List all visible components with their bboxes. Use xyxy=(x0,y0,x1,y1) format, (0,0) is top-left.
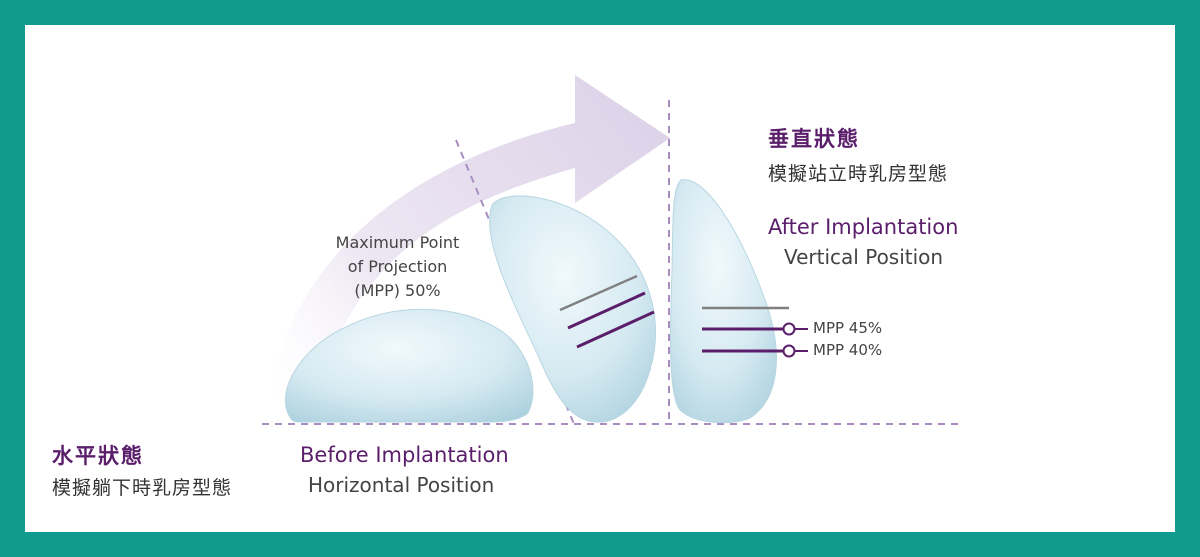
vertical-subtitle-cn: 模擬站立時乳房型態 xyxy=(768,163,949,185)
tilted-purple-line-2 xyxy=(576,310,655,349)
implant-tilted xyxy=(489,195,656,423)
vertical-title-en: After Implantation xyxy=(768,215,959,239)
mpp-50-line3: (MPP) 50% xyxy=(354,281,441,300)
mpp-45-label: MPP 45% xyxy=(813,319,883,337)
implant-horizontal xyxy=(284,308,534,423)
horizontal-subtitle-en: Horizontal Position xyxy=(308,473,495,497)
mpp-45-marker-circle xyxy=(782,322,796,336)
vertical-title-cn: 垂直狀態 xyxy=(768,127,860,151)
vertical-subtitle-en: Vertical Position xyxy=(784,245,944,269)
mpp-40-label: MPP 40% xyxy=(813,341,883,359)
mpp-50-label: Maximum Point of Projection (MPP) 50% xyxy=(330,231,465,303)
mpp-50-line1: Maximum Point xyxy=(335,233,460,252)
mpp-50-line2: of Projection xyxy=(347,257,448,276)
tilted-purple-line-1 xyxy=(567,291,646,330)
rotation-arrow xyxy=(265,75,670,420)
implant-vertical xyxy=(669,179,777,424)
tilted-grey-line xyxy=(559,274,638,312)
horizontal-title-cn: 水平狀態 xyxy=(52,444,144,468)
horizontal-subtitle-cn: 模擬躺下時乳房型態 xyxy=(52,477,233,499)
mpp-40-marker-circle xyxy=(782,344,796,358)
horizontal-title-en: Before Implantation xyxy=(300,443,509,467)
